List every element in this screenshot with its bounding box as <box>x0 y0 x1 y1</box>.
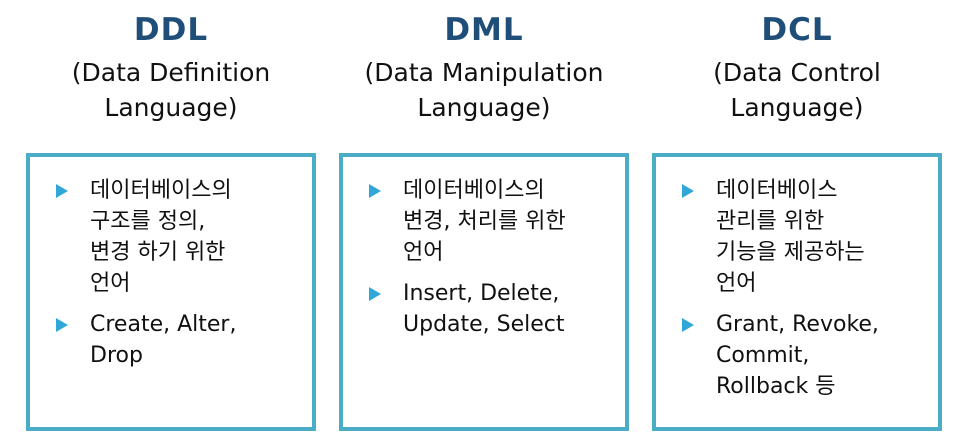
bullet-item: Grant, Revoke, Commit, Rollback 등 <box>682 309 932 402</box>
description-box-ddl: 데이터베이스의 구조를 정의, 변경 하기 위한 언어 Create, Alte… <box>26 153 316 431</box>
bullet-text-line: Update, Select <box>403 312 565 337</box>
column-ddl: DDL (Data Definition Language) 데이터베이스의 구… <box>26 0 316 436</box>
bullet-text-line: 언어 <box>403 240 444 265</box>
bullet-text-line: Insert, Delete, <box>403 281 560 306</box>
description-box-dml: 데이터베이스의 변경, 처리를 위한 언어 Insert, Delete, Up… <box>339 153 629 431</box>
fullname-line: Language) <box>730 93 864 122</box>
column-heading-dcl: DCL <box>761 12 833 48</box>
fullname-line: (Data Definition <box>71 58 271 87</box>
triangle-right-icon <box>56 184 68 198</box>
bullet-text-line: Rollback 등 <box>716 374 836 399</box>
bullet-list: 데이터베이스 관리를 위한 기능을 제공하는 언어 Grant, Revoke,… <box>682 175 932 412</box>
column-fullname-dml: (Data Manipulation Language) <box>339 55 629 125</box>
bullet-text-line: 기능을 제공하는 <box>716 240 865 265</box>
fullname-line: Language) <box>104 93 238 122</box>
bullet-text-line: 데이터베이스의 <box>403 178 545 203</box>
column-dml: DML (Data Manipulation Language) 데이터베이스의… <box>339 0 629 436</box>
bullet-item: Create, Alter, Drop <box>56 309 306 371</box>
description-box-dcl: 데이터베이스 관리를 위한 기능을 제공하는 언어 Grant, Revoke,… <box>652 153 942 431</box>
column-fullname-dcl: (Data Control Language) <box>652 55 942 125</box>
bullet-text-line: 관리를 위한 <box>716 209 825 234</box>
bullet-text-line: Grant, Revoke, <box>716 312 879 337</box>
column-fullname-ddl: (Data Definition Language) <box>26 55 316 125</box>
fullname-line: (Data Control <box>713 58 881 87</box>
column-heading-dml: DML <box>444 12 524 48</box>
fullname-line: Language) <box>417 93 551 122</box>
bullet-list: 데이터베이스의 변경, 처리를 위한 언어 Insert, Delete, Up… <box>369 175 619 350</box>
triangle-right-icon <box>369 184 381 198</box>
bullet-item: 데이터베이스의 변경, 처리를 위한 언어 <box>369 175 619 268</box>
bullet-item: 데이터베이스 관리를 위한 기능을 제공하는 언어 <box>682 175 932 299</box>
bullet-text-line: 언어 <box>716 271 757 296</box>
triangle-right-icon <box>682 184 694 198</box>
fullname-line: (Data Manipulation <box>364 58 604 87</box>
bullet-item: 데이터베이스의 구조를 정의, 변경 하기 위한 언어 <box>56 175 306 299</box>
bullet-text-line: 변경 하기 위한 <box>90 240 226 265</box>
triangle-right-icon <box>369 287 381 301</box>
bullet-text-line: Drop <box>90 343 143 368</box>
triangle-right-icon <box>682 318 694 332</box>
column-heading-ddl: DDL <box>133 12 209 48</box>
column-dcl: DCL (Data Control Language) 데이터베이스 관리를 위… <box>652 0 942 436</box>
bullet-text-line: Commit, <box>716 343 810 368</box>
bullet-text-line: 구조를 정의, <box>90 209 206 234</box>
bullet-text-line: 데이터베이스 <box>716 178 838 203</box>
bullet-text-line: Create, Alter, <box>90 312 237 337</box>
bullet-text-line: 데이터베이스의 <box>90 178 232 203</box>
bullet-text-line: 변경, 처리를 위한 <box>403 209 566 234</box>
bullet-item: Insert, Delete, Update, Select <box>369 278 619 340</box>
bullet-text-line: 언어 <box>90 271 131 296</box>
triangle-right-icon <box>56 318 68 332</box>
bullet-list: 데이터베이스의 구조를 정의, 변경 하기 위한 언어 Create, Alte… <box>56 175 306 381</box>
